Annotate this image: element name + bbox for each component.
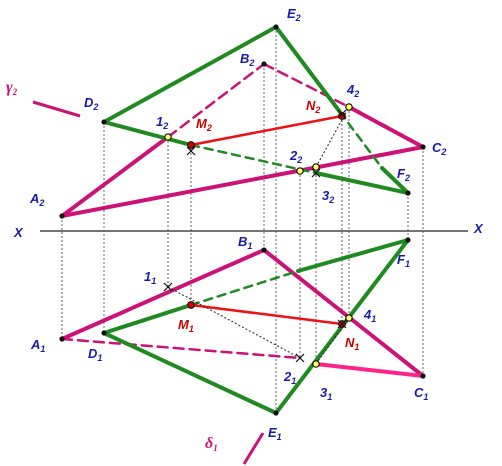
trace-delta-line <box>242 432 265 465</box>
horizontal-edge-D-E <box>102 331 278 415</box>
horizontal-edge-D-M <box>102 303 193 335</box>
projection-link-lines <box>61 27 424 413</box>
label-2-2: 22 <box>289 148 302 165</box>
cross-markers <box>163 109 347 363</box>
label-F1: F1 <box>397 252 410 269</box>
horizontal-edge-3-C <box>314 362 425 378</box>
axis-right-label: X <box>473 221 484 236</box>
frontal-edge-A-1 <box>60 135 170 218</box>
label-N2: N2 <box>306 98 320 115</box>
trace-gamma-label: γ2 <box>6 79 18 97</box>
competing-points <box>164 103 353 368</box>
frontal-edge-A-C <box>60 145 425 218</box>
horizontal-projection <box>60 238 425 415</box>
label-E2: E2 <box>287 6 301 23</box>
trace-gamma-line <box>32 100 81 118</box>
label-B1: B1 <box>238 234 252 251</box>
frontal-edge-E-F-hidden <box>338 110 384 170</box>
label-B2: B2 <box>240 51 254 68</box>
label-C2: C2 <box>432 140 446 157</box>
label-3-1: 31 <box>320 385 332 402</box>
label-4-1: 41 <box>363 307 376 324</box>
label-3-2: 32 <box>322 188 334 205</box>
axis-left-label: X <box>13 225 24 240</box>
label-D2: D2 <box>84 95 98 112</box>
frontal-edge-E-F <box>274 25 342 114</box>
frontal-edge-4-C <box>347 105 425 149</box>
label-D1: D1 <box>88 346 102 363</box>
horizontal-edge-B-C <box>262 248 425 378</box>
label-2-1: 21 <box>283 369 296 386</box>
label-1-2: 12 <box>156 114 168 131</box>
frontal-projection <box>60 25 425 218</box>
label-M2: M2 <box>196 116 212 133</box>
frontal-edge-1-B-hidden <box>166 62 266 139</box>
horizontal-edge-A-2-hidden <box>60 337 302 360</box>
frontal-edge-B-C-hidden <box>262 62 351 109</box>
frontal-edge-3-F <box>314 171 410 195</box>
label-1-1: 11 <box>144 269 156 286</box>
trace-delta-label: δ1 <box>205 435 218 453</box>
label-C1: C1 <box>414 385 428 402</box>
label-F2: F2 <box>397 166 410 183</box>
label-A1: A1 <box>30 337 45 354</box>
vertex-points <box>59 24 426 416</box>
label-E1: E1 <box>268 425 282 442</box>
horizontal-intersection-M-N <box>189 303 344 326</box>
label-A2: A2 <box>29 191 44 208</box>
horizontal-edge-M-F-hidden <box>189 269 300 307</box>
label-M1: M1 <box>178 317 194 334</box>
label-4-2: 42 <box>346 82 359 99</box>
frontal-edge-M-3-hidden <box>189 143 318 175</box>
frontal-edge-D-E <box>102 25 278 124</box>
horizontal-edge-near-F <box>296 238 410 273</box>
frontal-intersection-M-N <box>189 114 344 147</box>
horizontal-edge-A-B <box>60 248 266 341</box>
label-N1: N1 <box>345 335 359 352</box>
frontal-edge-D-M <box>102 120 193 147</box>
frontal-edge-E-F-lower <box>380 166 410 195</box>
